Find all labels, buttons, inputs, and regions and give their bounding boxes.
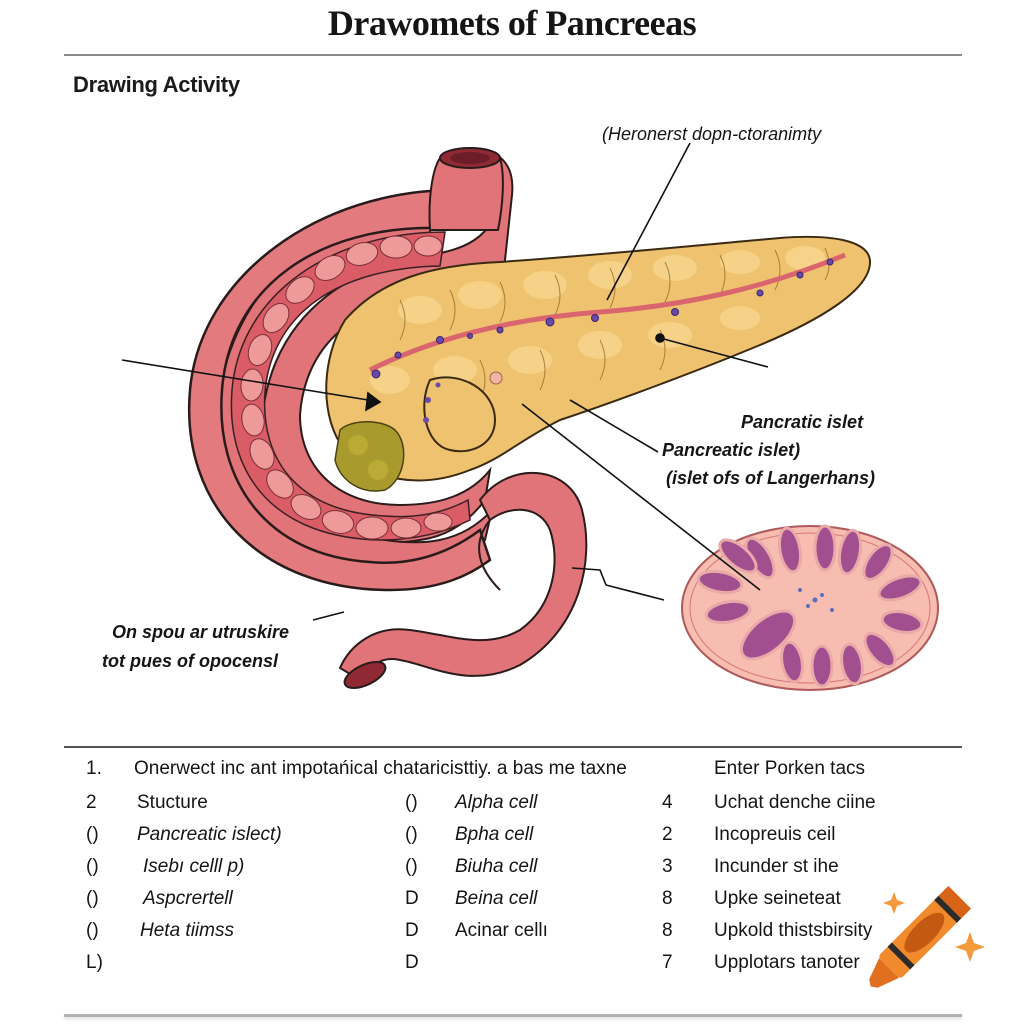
row-marker[interactable]: () [86, 824, 99, 845]
leader-lines [121, 142, 769, 621]
section-subtitle: Drawing Activity [73, 72, 240, 97]
label-top-structure: (Heronerst dopn-ctoranimty [602, 124, 822, 144]
row-description: Upplotars tanoter [714, 952, 860, 973]
row-term: Pancreatic islect) [137, 824, 282, 845]
row-marker[interactable]: () [405, 856, 418, 877]
table-row: () Isebı celll p) () Biuha cell 3 Incund… [0, 856, 1024, 888]
row-number: 8 [662, 920, 673, 941]
row-number: 8 [662, 888, 673, 909]
row-marker[interactable]: () [86, 888, 99, 909]
page-title: Drawomets of Pancreeas [327, 3, 697, 43]
row-term: Stucture [137, 792, 208, 813]
divider-bottom [64, 1014, 962, 1017]
row-marker[interactable]: D [405, 888, 419, 909]
row-term: Heta tiimss [140, 920, 234, 941]
jejunum [338, 471, 588, 689]
header-instruction: Onerwect inc ant impotańical chataricist… [134, 758, 627, 779]
row-cell-type: Biuha cell [455, 856, 538, 877]
row-number: 3 [662, 856, 673, 877]
row-cell-type: Acinar cellı [455, 920, 548, 941]
table-row: () Pancreatic islect) () Bpha cell 2 Inc… [0, 824, 1024, 856]
row-marker[interactable]: 2 [86, 792, 97, 813]
label-left-structure-1: On spou ar utruskire [112, 622, 290, 642]
row-marker[interactable]: L) [86, 952, 103, 973]
row-description: Incunder st ihe [714, 856, 839, 877]
row-description: Uchat denche ciine [714, 792, 876, 813]
row-number: 4 [662, 792, 673, 813]
row-number: 2 [662, 824, 673, 845]
label-islet-of-langerhans: (islet ofs of Langerhans) [666, 468, 876, 488]
row-description: Incopreuis ceil [714, 824, 836, 845]
row-marker[interactable]: () [405, 792, 418, 813]
row-marker[interactable]: () [86, 920, 99, 941]
row-description: Upkold thistsbirsity [714, 920, 873, 941]
duodenum [187, 147, 514, 592]
crayon-icon [869, 885, 985, 988]
row-number: 7 [662, 952, 673, 973]
label-pancreatic-islet-1: Pancratic islet [741, 412, 864, 432]
row-term: Aspcrertell [143, 888, 233, 909]
divider-top [64, 54, 962, 56]
row-cell-type: Bpha cell [455, 824, 534, 845]
row-marker[interactable]: () [405, 824, 418, 845]
sparkle-icon [883, 892, 905, 914]
row-marker[interactable]: () [86, 856, 99, 877]
row-marker[interactable]: D [405, 952, 419, 973]
table-row: () Heta tiimss D Acinar cellı 8 Upkold t… [0, 920, 1024, 952]
islet-cross-section [681, 524, 939, 691]
label-pancreatic-islet-2: Pancreatic islet) [662, 440, 801, 460]
label-left-structure-2: tot pues of opocensl [102, 651, 279, 671]
table-row: () Aspcrertell D Beina cell 8 Upke seine… [0, 888, 1024, 920]
pancreas-illustration [121, 142, 939, 691]
row-description: Upke seineteat [714, 888, 841, 909]
table-row: L) D 7 Upplotars tanoter [0, 952, 1024, 984]
sparkle-icon [955, 932, 985, 962]
row-cell-type: Alpha cell [455, 792, 538, 813]
row-term: Isebı celll p) [143, 856, 245, 877]
row-marker[interactable]: D [405, 920, 419, 941]
table-row: 2 Stucture () Alpha cell 4 Uchat denche … [0, 792, 1024, 824]
header-number: 1. [86, 758, 102, 779]
table-header-row: 1. Onerwect inc ant impotańical chataric… [0, 758, 1024, 790]
divider-middle [64, 746, 962, 748]
pancreas [325, 235, 872, 492]
row-cell-type: Beina cell [455, 888, 538, 909]
header-right: Enter Porken tacs [714, 758, 866, 779]
